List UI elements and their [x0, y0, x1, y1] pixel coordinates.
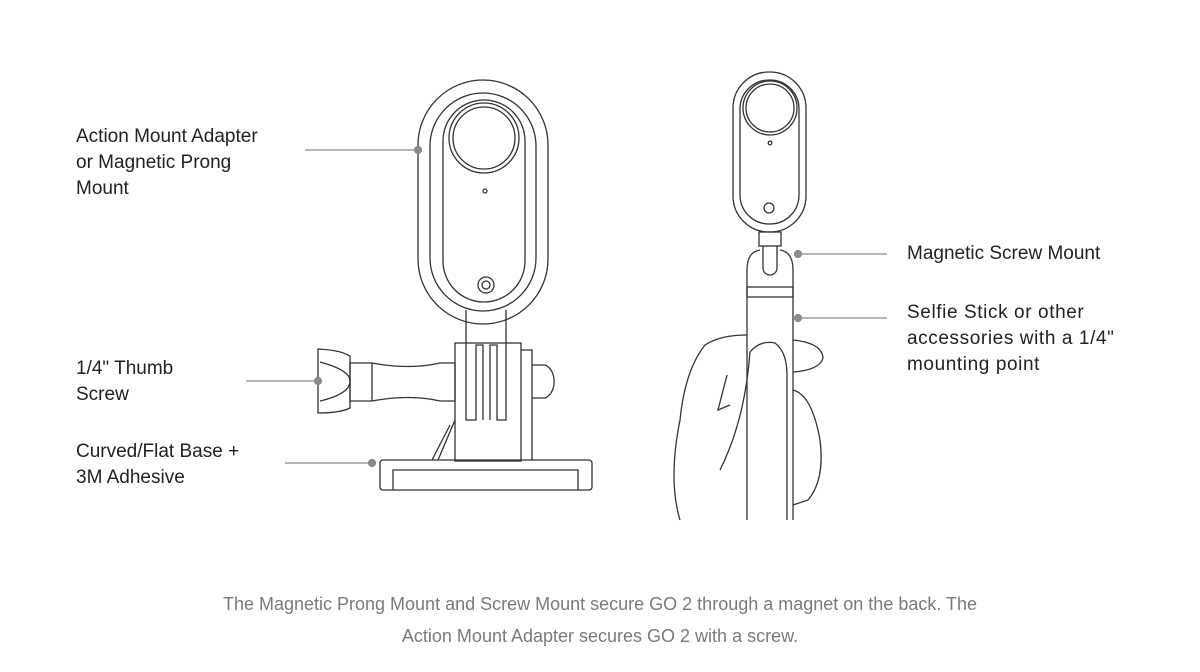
indicator-dot — [482, 188, 488, 194]
caption-line-1: The Magnetic Prong Mount and Screw Mount… — [222, 594, 978, 614]
label-selfie-stick: Selfie Stick or other accessories with a… — [907, 302, 1115, 375]
caption-line-2: Action Mount Adapter secures GO 2 with a… — [401, 626, 799, 646]
screw-shaft — [349, 362, 456, 402]
adapter-frame-inner — [429, 92, 537, 312]
label-magnetic-screw-mount: Magnetic Screw Mount — [907, 243, 1101, 264]
camera-body — [739, 79, 800, 225]
thumb-screw-head — [317, 348, 351, 414]
base-plate — [379, 459, 593, 491]
leader-dot — [313, 376, 323, 386]
leader-dot — [413, 145, 423, 155]
leader-lines — [246, 145, 887, 468]
leader-dot — [793, 249, 803, 259]
selfie-stick-illustration — [673, 71, 824, 521]
mount-band — [746, 286, 794, 298]
screw-connector — [758, 231, 782, 247]
magnetic-screw-mount — [746, 249, 794, 297]
screw-nut — [532, 364, 555, 399]
camera-body — [442, 99, 526, 303]
caption: The Magnetic Prong Mount and Screw Mount… — [0, 588, 1200, 652]
adapter-frame-outer — [417, 79, 549, 325]
action-mount-illustration — [317, 79, 593, 491]
leader-dot — [793, 313, 803, 323]
hand — [673, 334, 748, 521]
lens-icon — [742, 80, 798, 136]
prongs — [465, 310, 507, 421]
indicator-dot — [767, 140, 773, 146]
camera-frame-outer — [732, 71, 807, 233]
label-base: Curved/Flat Base + 3M Adhesive — [76, 441, 240, 488]
mount-block — [454, 342, 522, 462]
label-thumb-screw: 1/4" Thumb Screw — [76, 358, 174, 405]
logo-icon — [477, 276, 495, 294]
lens-icon — [448, 102, 520, 174]
label-action-mount-adapter: Action Mount Adapter or Magnetic Prong M… — [76, 126, 258, 199]
leader-dot — [367, 458, 377, 468]
logo-icon — [763, 202, 775, 214]
selfie-stick — [746, 297, 794, 520]
